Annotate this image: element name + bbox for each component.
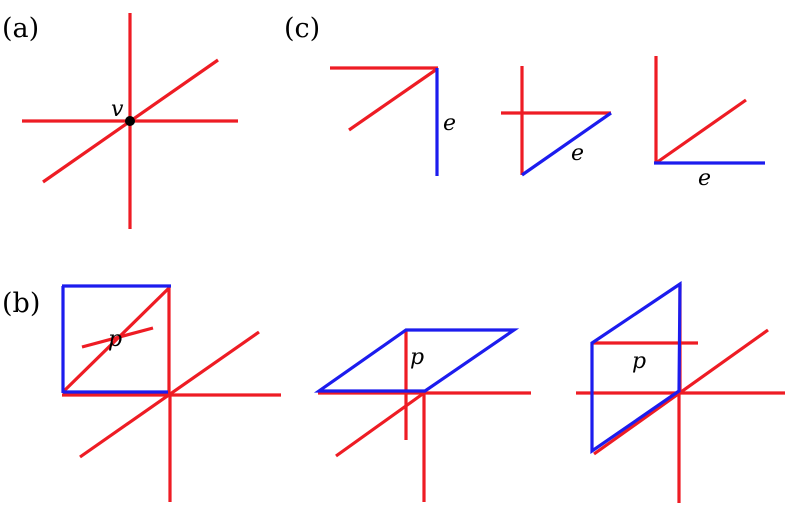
- edge-label: e: [443, 111, 456, 136]
- edge-inner-diagonal-2: [81, 326, 154, 349]
- edge-diagonal: [655, 98, 747, 165]
- panel-b-plaquette-1: p: [61, 284, 281, 502]
- plaquette-label: p: [108, 327, 122, 352]
- panel-b-plaquette-3: p: [576, 280, 785, 503]
- panel-b-plaquette-2: p: [313, 328, 531, 502]
- edge-diagonal: [335, 391, 425, 458]
- edge-diagonal: [348, 67, 438, 132]
- edge-label: e: [698, 166, 711, 191]
- plaquette-label: p: [410, 345, 424, 370]
- panel-a-vertex-star: v: [22, 13, 238, 229]
- plaquette-boundary: [313, 328, 520, 393]
- panel-c-edge-2: e: [501, 66, 612, 177]
- edge-label: e: [571, 141, 584, 166]
- panel-c-edge-3: e: [654, 56, 765, 191]
- plaquette-label: p: [632, 349, 646, 374]
- plaquette-boundary: [590, 280, 682, 455]
- vertex-dot: [125, 116, 135, 126]
- edge-inner-diagonal-1: [62, 286, 171, 393]
- edge-e-diagonal: [521, 111, 612, 177]
- vertex-label: v: [111, 97, 124, 122]
- panel-label-b: (b): [2, 288, 40, 319]
- panel-label-c: (c): [284, 13, 320, 44]
- panel-c-edge-1: e: [330, 66, 456, 176]
- panel-label-a: (a): [2, 13, 39, 44]
